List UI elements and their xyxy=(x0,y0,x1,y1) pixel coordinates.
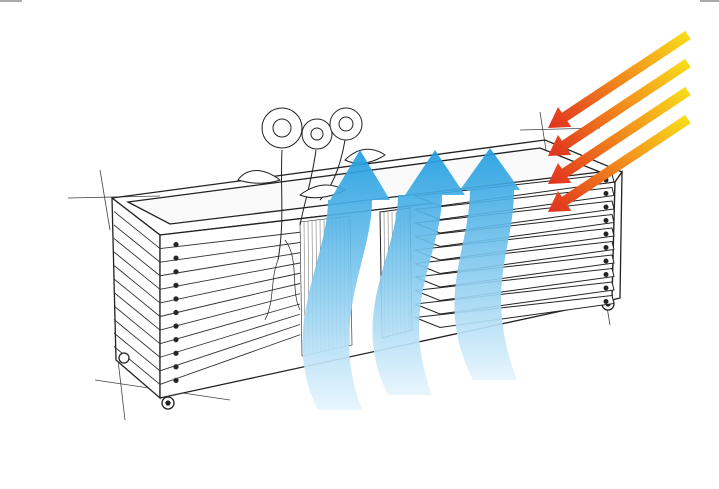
airflow-arrows xyxy=(302,148,520,410)
slat-line xyxy=(159,231,301,250)
screw-icon xyxy=(173,364,179,370)
airflow-arrow-icon xyxy=(302,150,390,410)
screw-icon xyxy=(173,350,179,356)
heat-arrow-icon xyxy=(548,58,691,157)
slat-line xyxy=(159,293,301,331)
screw-icon xyxy=(603,285,609,291)
screw-icon xyxy=(603,272,609,277)
heat-arrow-icon xyxy=(548,86,691,184)
screw-icon xyxy=(603,245,609,250)
screw-icon xyxy=(603,204,609,210)
sunflower-head-2-icon xyxy=(301,118,333,150)
end-slat-line xyxy=(113,251,161,290)
slat-line xyxy=(159,242,301,263)
screw-icon xyxy=(173,296,179,302)
end-slat-line xyxy=(113,292,161,331)
slat-line xyxy=(159,283,301,317)
end-slat-line xyxy=(113,211,161,249)
end-slat-line xyxy=(113,305,161,345)
screw-icon xyxy=(173,323,179,329)
airflow-arrow-icon xyxy=(454,148,520,380)
heat-arrow-icon xyxy=(548,114,691,212)
screw-icon xyxy=(173,282,179,288)
screw-icon xyxy=(173,337,179,343)
end-slat-line xyxy=(113,332,161,372)
screw-icon xyxy=(603,231,609,237)
screw-icon xyxy=(173,255,179,261)
end-slat-line xyxy=(113,346,161,385)
slat-line xyxy=(159,303,301,345)
sunflower-head-3-icon xyxy=(329,107,363,141)
end-slat-line xyxy=(113,319,161,358)
screw-icon xyxy=(603,258,609,264)
slat-line xyxy=(159,313,301,358)
sunflowers xyxy=(237,107,386,321)
slat-line xyxy=(159,324,301,372)
screw-icon xyxy=(173,377,179,384)
slat-line xyxy=(159,334,301,385)
screw-icon xyxy=(603,218,609,223)
heat-arrow-icon xyxy=(548,30,691,129)
heat-arrows xyxy=(548,30,691,212)
slat-line xyxy=(159,272,301,304)
airflow-arrow-icon xyxy=(372,150,465,395)
screw-icon xyxy=(603,191,609,196)
front-slats xyxy=(113,211,301,385)
screw-icon xyxy=(173,269,179,275)
slat-line xyxy=(159,252,301,277)
sunflower-head-1-icon xyxy=(261,107,303,149)
end-slat-line xyxy=(113,224,161,263)
end-slat-line xyxy=(113,238,161,277)
slat-line xyxy=(159,262,301,290)
end-slat-line xyxy=(113,278,161,317)
screw-icon xyxy=(603,299,609,304)
screw-icon xyxy=(173,309,179,316)
end-slat-line xyxy=(113,265,161,304)
screw-icon xyxy=(173,241,179,248)
